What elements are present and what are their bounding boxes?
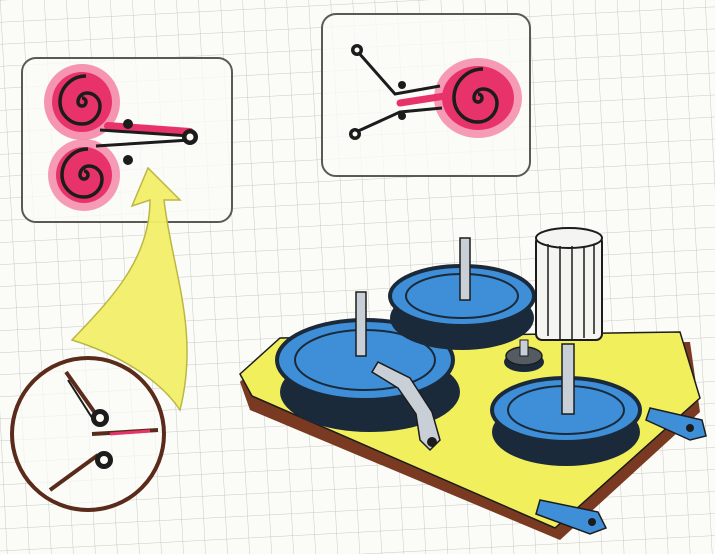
contact-pin-icon (398, 81, 406, 89)
contact-pin-lower-icon (123, 155, 133, 165)
single-spring-detail-panel (322, 14, 530, 176)
ribbed-knob-icon (536, 228, 602, 340)
contact-pin-upper-icon (123, 119, 133, 129)
double-spring-detail-panel (22, 58, 232, 222)
magnified-contact-circle (12, 358, 164, 510)
